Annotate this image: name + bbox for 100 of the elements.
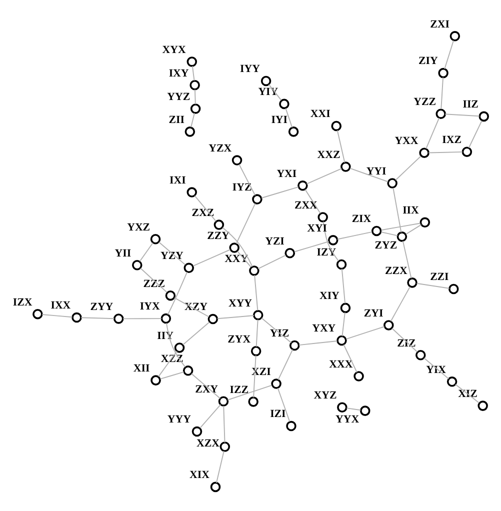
node-circle [438,68,448,78]
connector [343,344,358,373]
node-circle [298,180,308,191]
connector [174,297,210,318]
node-circle [186,56,198,67]
node-circle [360,406,370,416]
node-label: ZYX [228,333,251,346]
node-circle [450,31,460,42]
connector [285,108,293,128]
node-circle [260,76,272,86]
node-circle [279,98,290,110]
node-label: YYI [366,165,386,178]
connector [223,405,226,443]
connector [416,282,450,289]
node-label: XZY [184,301,208,314]
node-circle [407,278,418,288]
connector [160,371,184,380]
connector [194,195,217,222]
connector [350,168,388,182]
node-circle [232,155,242,166]
node-label: YXI [276,168,297,180]
node-label: IXY [168,67,189,80]
node-label: ZZZ [143,278,165,290]
connector [261,318,292,344]
connector [395,156,422,181]
node-circle [340,302,351,314]
connector [390,286,410,322]
connector [346,408,362,411]
node-label: IYY [240,63,260,76]
connector [139,242,154,262]
node-label: IXX [50,300,71,312]
node-circle [190,104,201,114]
node-label: IZZ [230,384,248,396]
node-label: XIZ [458,388,478,400]
node-label: YYX [336,414,360,426]
connector [468,120,482,148]
node-label: XZI [252,366,271,378]
connector [277,388,290,422]
connector [192,249,231,266]
node-label: IYI [271,114,288,126]
node-circle [354,371,364,382]
node-label: XXI [310,108,330,120]
node-circle [218,396,229,406]
node-label: ZXX [294,199,318,212]
node-circle [396,232,408,242]
node-circle [446,376,458,387]
node-label: XYI [307,222,328,234]
node-label: ZZI [430,271,449,284]
node-label: XXX [329,358,353,370]
connector [222,227,253,268]
connector [428,151,463,154]
connector [227,384,272,400]
node-circle [190,80,200,90]
node-circle [184,262,194,274]
node-label: YXX [394,135,418,148]
connector [190,112,195,128]
node-label: YXZ [127,221,150,234]
node-circle [252,194,262,204]
node-label: ZII [168,114,184,126]
connector [440,76,444,110]
connector [298,340,338,346]
node-circle [286,420,296,432]
node-circle [186,187,197,198]
node-label: ZIZ [397,337,416,350]
connector [402,240,412,279]
node-label: IIX [402,204,419,217]
node-label: ZZY [207,230,230,242]
node-label: XZX [196,437,220,450]
node-circle [420,217,430,228]
node-circle [328,235,338,246]
node-label: IYZ [232,181,252,194]
node-circle [72,312,82,323]
connector [380,222,421,231]
node-label: ZXI [430,18,450,30]
node-label: YYZ [167,90,190,103]
connector [238,164,256,196]
node-circle [478,111,489,122]
connector [341,268,346,304]
node-circle [248,396,258,407]
node-label: YII [114,247,132,260]
connector [278,349,294,380]
connector [322,221,340,262]
node-label: ZYZ [374,239,398,252]
node-circle [160,313,172,324]
node-label: ZYY [90,300,114,313]
node-circle [318,212,328,222]
node-label: IZX [12,296,32,308]
connector [200,404,222,429]
node-circle [229,242,240,253]
connector [254,274,258,311]
node-label: YZX [208,142,232,154]
node-label: XYY [228,297,252,310]
connector [306,168,342,184]
connector [194,89,196,105]
node-circle [340,162,351,172]
node-circle [250,346,262,356]
node-circle [249,266,260,276]
node-label: ZXY [195,384,218,396]
node-label: YIX [426,364,446,376]
node-circle [337,402,348,413]
